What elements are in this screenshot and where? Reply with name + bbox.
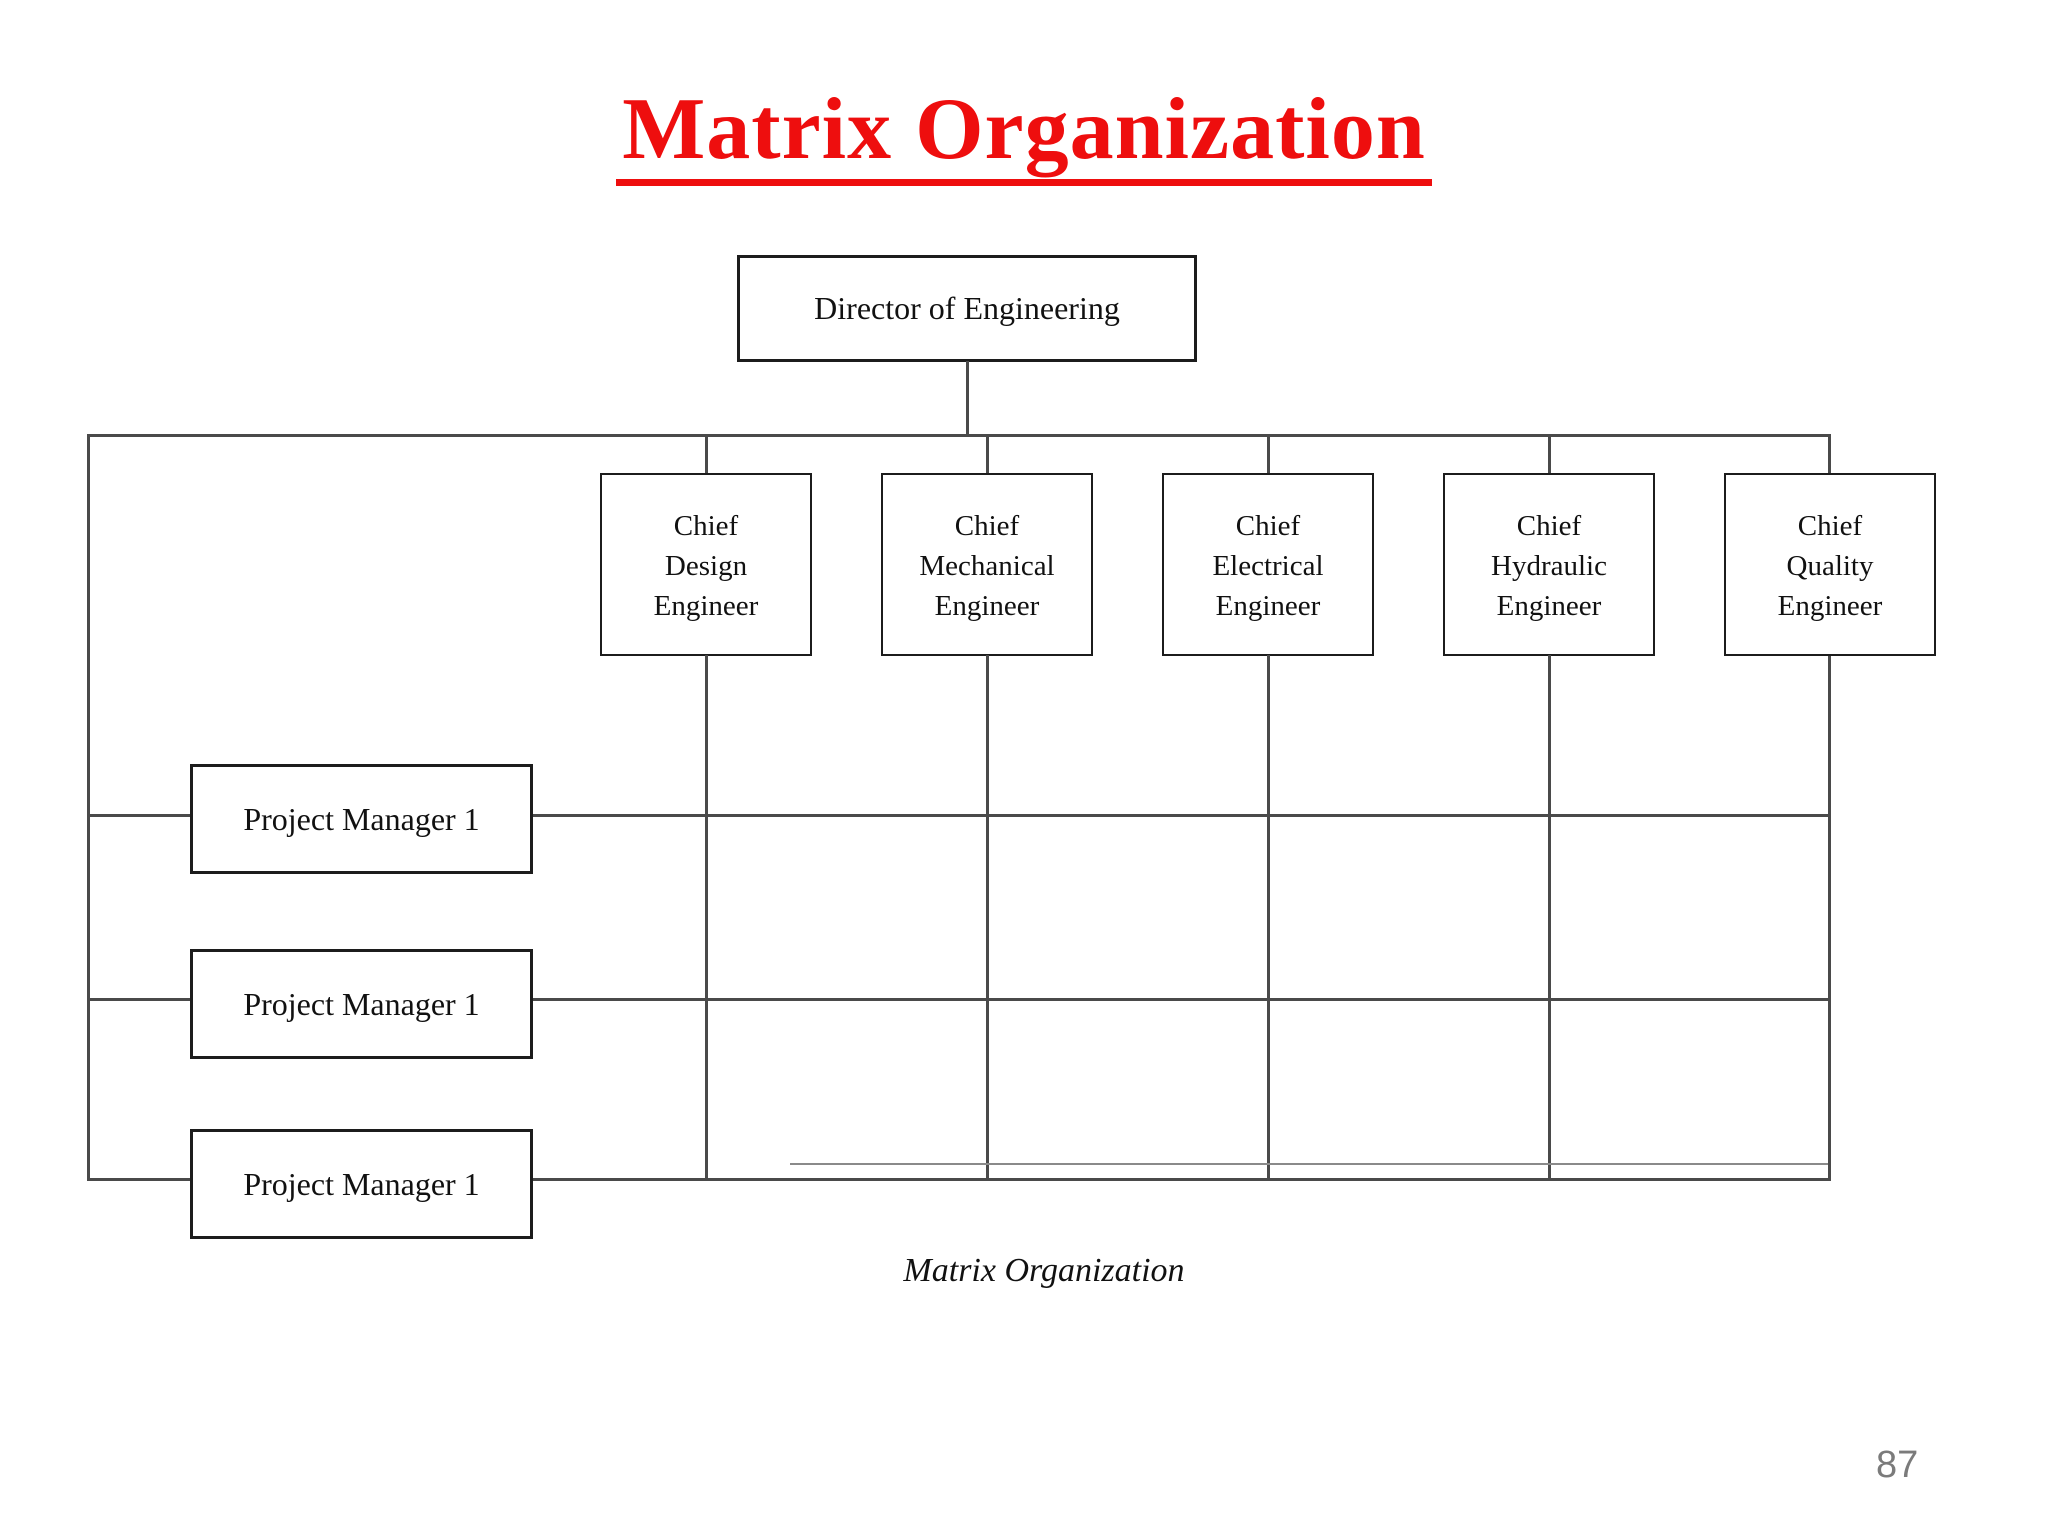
project-manager-3-box: Project Manager 1 xyxy=(190,1129,533,1239)
chief-hydraulic-line2: Hydraulic xyxy=(1491,549,1607,582)
stub-line-electrical xyxy=(1267,434,1270,475)
row3-matrix-line xyxy=(531,1178,1831,1181)
column-line-design xyxy=(705,655,708,1181)
chief-quality-box: Chief Quality Engineer xyxy=(1724,473,1936,656)
stub-line-design xyxy=(705,434,708,475)
chief-quality-line1: Chief xyxy=(1797,509,1863,542)
chief-quality-line2: Quality xyxy=(1786,549,1874,582)
chief-design-line3: Engineer xyxy=(653,589,759,622)
project-manager-1-box: Project Manager 1 xyxy=(190,764,533,874)
director-box: Director of Engineering xyxy=(737,255,1197,362)
project-manager-2-box: Project Manager 1 xyxy=(190,949,533,1059)
stub-line-hydraulic xyxy=(1548,434,1551,475)
row2-left-connector-line xyxy=(87,998,192,1001)
chief-hydraulic-line3: Engineer xyxy=(1496,589,1602,622)
right-boundary-line xyxy=(1828,434,1831,1181)
chief-electrical-line1: Chief xyxy=(1235,509,1301,542)
chief-electrical-line2: Electrical xyxy=(1212,549,1324,582)
chief-hydraulic-line1: Chief xyxy=(1516,509,1582,542)
row1-matrix-line xyxy=(531,814,1831,817)
chief-electrical-line3: Engineer xyxy=(1215,589,1321,622)
title-container: Matrix Organization xyxy=(0,83,2048,187)
chief-mechanical-line1: Chief xyxy=(954,509,1020,542)
column-line-mechanical xyxy=(986,655,989,1181)
page-number: 87 xyxy=(1876,1444,1919,1486)
project-manager-1-label: Project Manager 1 xyxy=(243,800,480,837)
chief-mechanical-box: Chief Mechanical Engineer xyxy=(881,473,1093,656)
column-line-electrical xyxy=(1267,655,1270,1181)
director-label: Director of Engineering xyxy=(814,290,1120,326)
chief-design-line1: Chief xyxy=(673,509,739,542)
bus-line xyxy=(87,434,1831,437)
project-manager-3-label: Project Manager 1 xyxy=(243,1165,480,1202)
stub-line-mechanical xyxy=(986,434,989,475)
chief-quality-line3: Engineer xyxy=(1777,589,1883,622)
column-line-hydraulic xyxy=(1548,655,1551,1181)
chief-design-line2: Design xyxy=(664,549,748,582)
diagram-caption: Matrix Organization xyxy=(903,1252,1185,1289)
chief-electrical-box: Chief Electrical Engineer xyxy=(1162,473,1374,656)
chief-mechanical-line2: Mechanical xyxy=(919,549,1055,582)
chief-design-box: Chief Design Engineer xyxy=(600,473,812,656)
project-manager-2-label: Project Manager 1 xyxy=(243,985,480,1022)
chief-mechanical-line3: Engineer xyxy=(934,589,1040,622)
page-title: Matrix Organization xyxy=(616,83,1432,187)
row3-left-connector-line xyxy=(87,1178,192,1181)
row1-left-connector-line xyxy=(87,814,192,817)
director-connector-line xyxy=(966,361,969,435)
row3-offset-artifact-line xyxy=(790,1163,1828,1165)
chief-hydraulic-box: Chief Hydraulic Engineer xyxy=(1443,473,1655,656)
left-boundary-line xyxy=(87,434,90,1181)
row2-matrix-line xyxy=(531,998,1831,1001)
